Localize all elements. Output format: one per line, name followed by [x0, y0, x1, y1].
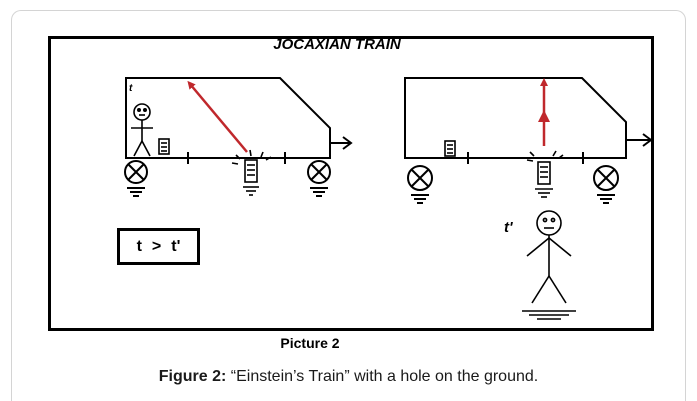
left-front-wheel: [307, 160, 331, 197]
caption-prefix: Figure 2:: [158, 368, 227, 385]
time-inequality-box: t > t': [117, 228, 200, 265]
left-rear-wheel: [124, 160, 148, 197]
stick-figure-ground-observer: [522, 210, 576, 320]
observer-time-label: t': [504, 219, 513, 236]
inequality-left: t: [136, 237, 142, 255]
left-train-motion-arrowhead: [342, 136, 353, 150]
inequality-operator: >: [151, 237, 162, 255]
light-clock-device-onboard-right: [444, 140, 456, 157]
right-train: [404, 77, 653, 164]
right-train-body: [404, 77, 627, 159]
right-train-motion-arrowhead: [642, 133, 653, 147]
figure-caption: Figure 2: “Einstein’s Train” with a hole…: [0, 368, 697, 386]
right-rear-wheel: [407, 165, 433, 204]
picture-label: Picture 2: [280, 335, 340, 351]
caption-text: “Einstein’s Train” with a hole on the gr…: [230, 368, 539, 385]
vertical-beam-mid-arrowhead: [538, 110, 550, 122]
inequality-right: t': [171, 237, 181, 255]
left-train-body: [125, 77, 331, 159]
light-clock-device-onboard: [158, 138, 170, 155]
stick-figure-passenger: [131, 103, 153, 157]
ground-light-source-right: [526, 150, 564, 198]
left-train: [125, 77, 353, 164]
ground-light-source-left: [231, 149, 272, 196]
right-front-wheel: [593, 165, 619, 204]
diagram-title: JOCAXIAN TRAIN: [273, 36, 401, 53]
diagonal-light-beam: [187, 80, 248, 153]
passenger-time-label: t: [129, 83, 133, 94]
